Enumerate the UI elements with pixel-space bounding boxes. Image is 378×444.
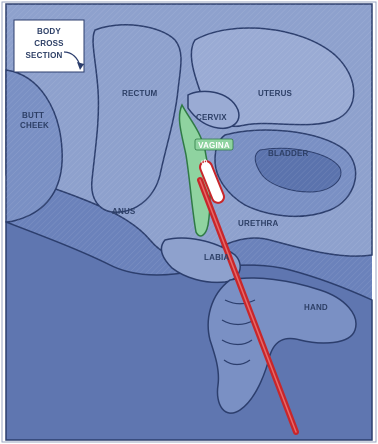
label-butt-line2: CHEEK <box>20 121 49 130</box>
label-vagina: VAGINA <box>198 141 230 150</box>
label-labia: LABIA <box>204 253 229 262</box>
label-bladder: BLADDER <box>268 149 309 158</box>
label-urethra: URETHRA <box>238 219 279 228</box>
label-uterus: UTERUS <box>258 89 293 98</box>
vagina-tag: VAGINA <box>195 139 233 150</box>
callout: BODY CROSS SECTION <box>14 20 84 72</box>
label-butt-line1: BUTT <box>22 111 44 120</box>
label-cervix: CERVIX <box>196 113 227 122</box>
callout-line3: SECTION <box>26 51 63 60</box>
callout-line2: CROSS <box>34 39 64 48</box>
label-anus: ANUS <box>112 207 136 216</box>
label-rectum: RECTUM <box>122 89 158 98</box>
label-hand: HAND <box>304 303 328 312</box>
callout-line1: BODY <box>37 27 61 36</box>
